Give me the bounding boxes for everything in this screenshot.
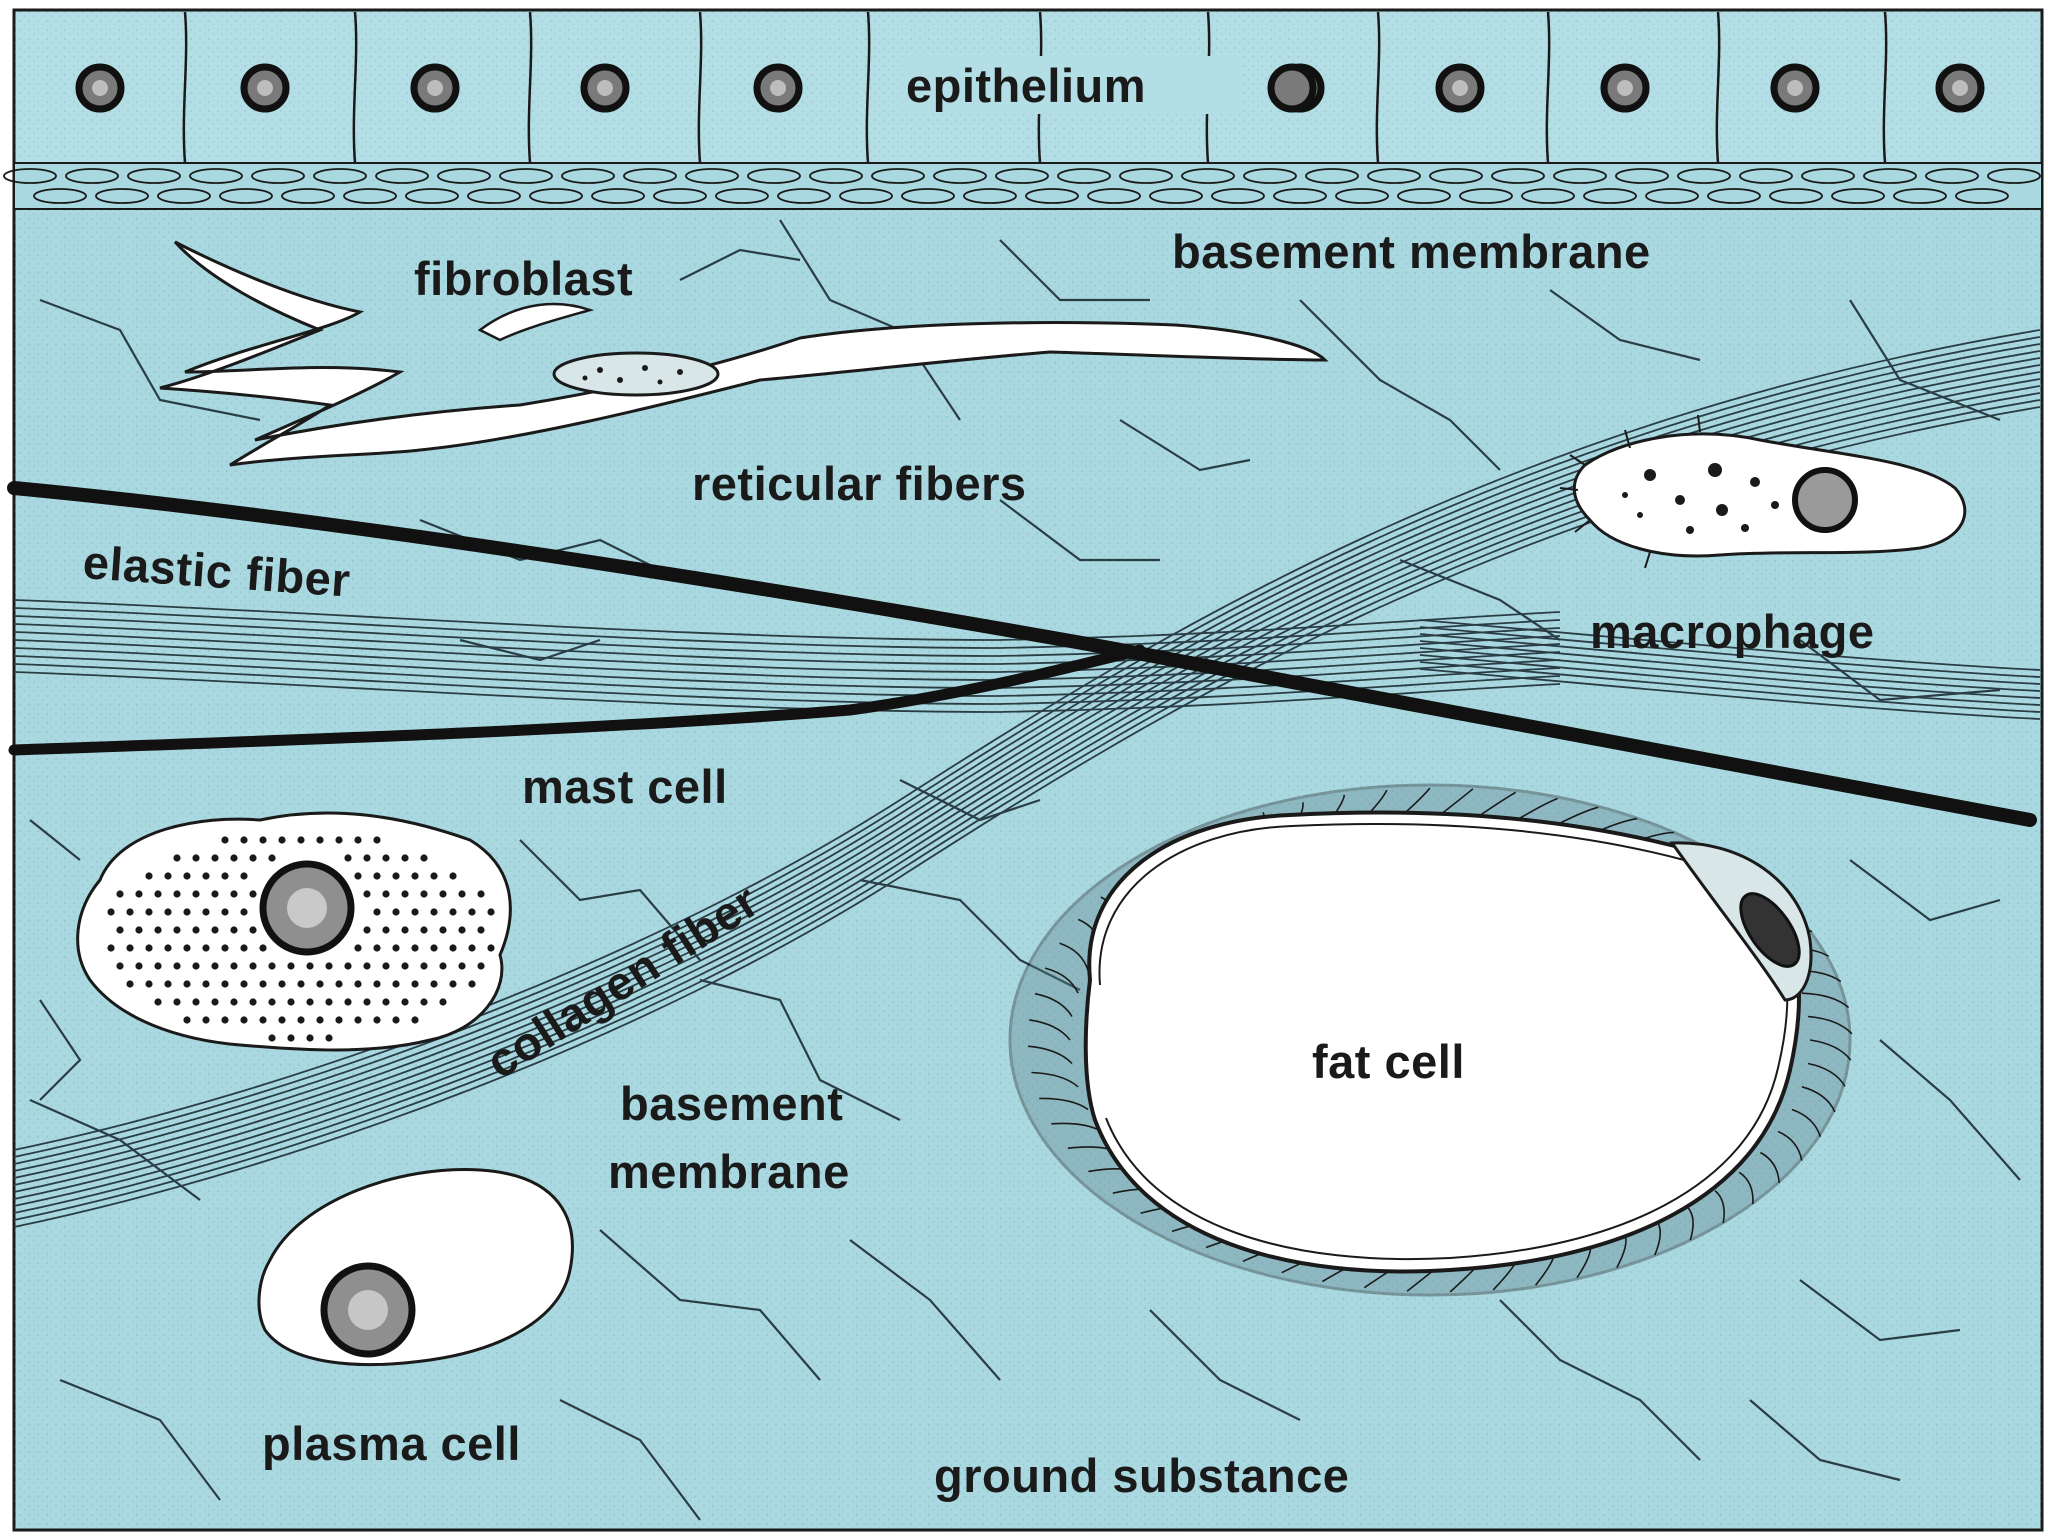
label-basement-membrane-lower-2: membrane	[608, 1145, 850, 1198]
label-epithelium: epithelium	[906, 59, 1146, 112]
label-mast-cell: mast cell	[522, 760, 728, 813]
label-ground-substance: ground substance	[934, 1449, 1349, 1502]
reticular-fiber-network	[29, 219, 2021, 1521]
label-basement-membrane-lower-1: basement	[620, 1077, 843, 1130]
macrophage-cell	[1559, 414, 1967, 569]
fat-cell	[1008, 783, 1853, 1297]
label-fibroblast: fibroblast	[414, 252, 633, 305]
macrophage-nucleus	[1792, 467, 1858, 533]
mast-cell	[76, 811, 512, 1052]
fat-cell-nucleus	[1739, 892, 1801, 968]
label-basement-membrane-top: basement membrane	[1172, 225, 1651, 278]
label-fat-cell: fat cell	[1312, 1035, 1465, 1088]
labels: epithelium basement membrane fibroblast …	[81, 56, 1874, 1502]
plasma-cell	[257, 1168, 574, 1367]
elastic-fibers	[7, 481, 2037, 827]
fibroblast-cell	[159, 240, 1329, 467]
label-macrophage: macrophage	[1590, 605, 1874, 658]
label-reticular-fibers: reticular fibers	[692, 457, 1027, 510]
basement-membrane-band	[3, 162, 2043, 210]
label-plasma-cell: plasma cell	[262, 1417, 521, 1470]
fibroblast-nucleus	[552, 351, 720, 397]
